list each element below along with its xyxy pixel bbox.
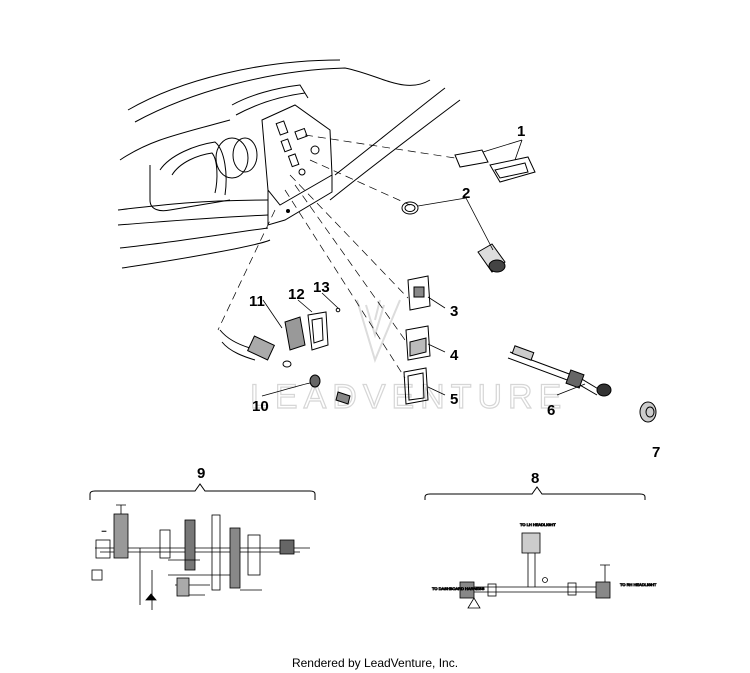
part-grommet [639,401,657,423]
part-cable [507,345,612,397]
callout-10: 10 [252,398,269,415]
label-to-dashboard-harness: TO DASHBOARD HARNESS [432,586,485,591]
callout-leaders [261,139,586,397]
label-to-lh-headlight: TO LH HEADLIGHT [520,522,556,527]
part-cover-pair [454,149,536,183]
callout-13: 13 [313,279,330,296]
svg-text:—: — [102,528,106,533]
callout-9: 9 [197,465,205,482]
callout-7: 7 [652,444,660,461]
callout-6: 6 [547,402,555,419]
footer-credit: Rendered by LeadVenture, Inc. [291,656,459,670]
callout-4: 4 [450,347,459,364]
callout-1: 1 [517,123,525,140]
callout-5: 5 [450,391,458,408]
leader-lines [217,134,456,379]
label-to-rh-headlight: TO RH HEADLIGHT [620,582,657,587]
part-switches [403,275,431,405]
schematic-brackets [89,483,646,500]
part-harness [219,307,351,405]
callout-2: 2 [462,185,470,202]
schematic-8: TO LH HEADLIGHT TO DASHBOARD HARNESS TO … [432,522,657,609]
part-socket [401,201,506,273]
callout-11: 11 [249,293,265,310]
callout-3: 3 [450,303,458,320]
callout-12: 12 [288,286,305,303]
callout-8: 8 [531,470,539,487]
callout-numbers: 1 2 3 4 5 6 7 8 9 10 11 12 13 [197,123,660,487]
schematic-9: — [91,504,310,610]
hood-panel [117,59,461,269]
